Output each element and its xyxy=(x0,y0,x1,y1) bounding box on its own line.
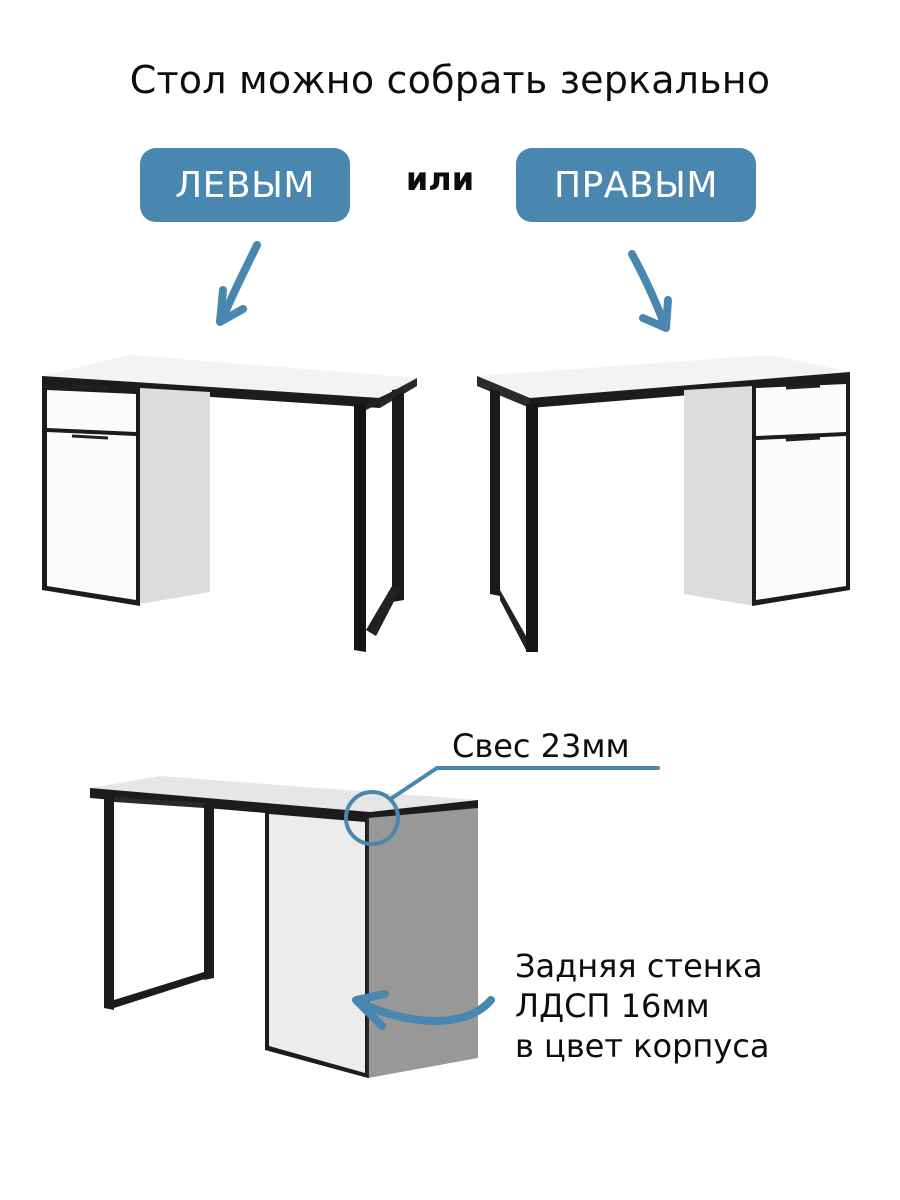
arrow-down-right-icon xyxy=(628,250,672,332)
back-wall-line-2: ЛДСП 16мм xyxy=(515,987,710,1025)
desk-back-view-illustration xyxy=(90,776,478,1078)
left-option-label: ЛЕВЫМ xyxy=(175,164,315,206)
left-option-badge: ЛЕВЫМ xyxy=(140,148,350,222)
overhang-label: Свес 23мм xyxy=(452,727,630,765)
overhang-callout-marker xyxy=(344,766,660,846)
back-wall-line-1: Задняя стенка xyxy=(515,947,763,985)
right-option-label: ПРАВЫМ xyxy=(554,164,718,206)
back-wall-line-3: в цвет корпуса xyxy=(515,1027,770,1065)
curved-arrow-left-icon xyxy=(352,990,495,1030)
right-option-badge: ПРАВЫМ xyxy=(516,148,756,222)
desk-left-cabinet-illustration xyxy=(42,355,417,652)
back-wall-label: Задняя стенка ЛДСП 16мм в цвет корпуса xyxy=(515,946,769,1066)
or-separator: или xyxy=(405,160,475,198)
page-title: Стол можно собрать зеркально xyxy=(129,58,771,102)
desk-right-cabinet-illustration xyxy=(477,355,850,652)
arrow-down-left-icon xyxy=(216,241,261,326)
